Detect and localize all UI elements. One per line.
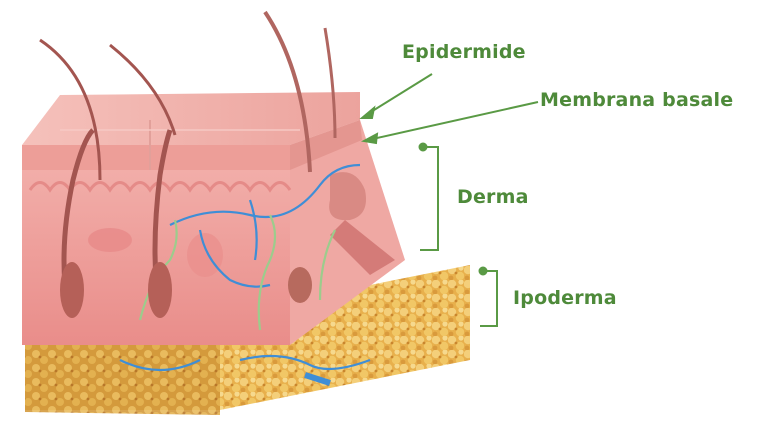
ipoderma-bracket	[480, 271, 497, 326]
label-epidermide: Epidermide	[402, 41, 526, 63]
label-membrana-basale: Membrana basale	[540, 89, 733, 111]
derma-bracket	[420, 147, 438, 250]
label-ipoderma: Ipoderma	[513, 287, 617, 309]
epidermide-arrow	[366, 74, 432, 115]
membrana-basale-arrow	[368, 102, 538, 140]
label-derma: Derma	[457, 186, 529, 208]
